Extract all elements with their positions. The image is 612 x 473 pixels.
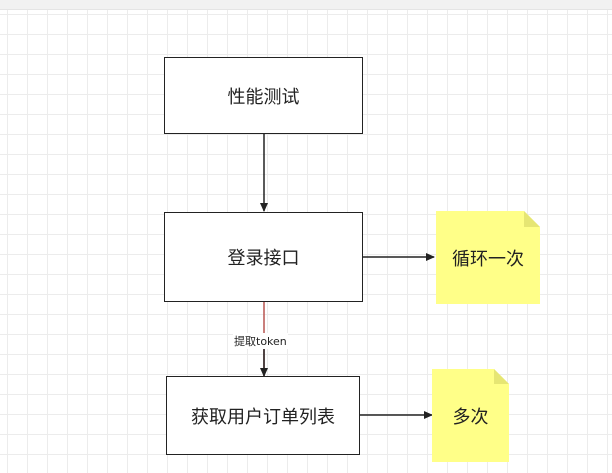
edge-label-extract-token: 提取token	[233, 333, 288, 349]
note-many-times[interactable]: 多次	[432, 369, 509, 462]
node-login-api-label: 登录接口	[227, 248, 300, 269]
node-login-api[interactable]: 登录接口	[164, 212, 363, 302]
node-perf-test-label: 性能测试	[227, 86, 300, 108]
note-many-times-label: 多次	[452, 406, 489, 428]
node-perf-test[interactable]: 性能测试	[164, 57, 363, 134]
note-many-times-shape	[432, 369, 509, 462]
node-order-list-label: 获取用户订单列表	[191, 406, 335, 428]
note-loop-once-shape	[436, 211, 540, 304]
node-order-list[interactable]: 获取用户订单列表	[166, 376, 360, 455]
note-loop-once-label: 循环一次	[452, 248, 524, 270]
note-loop-once[interactable]: 循环一次	[436, 211, 540, 304]
top-toolbar-strip	[0, 0, 612, 10]
